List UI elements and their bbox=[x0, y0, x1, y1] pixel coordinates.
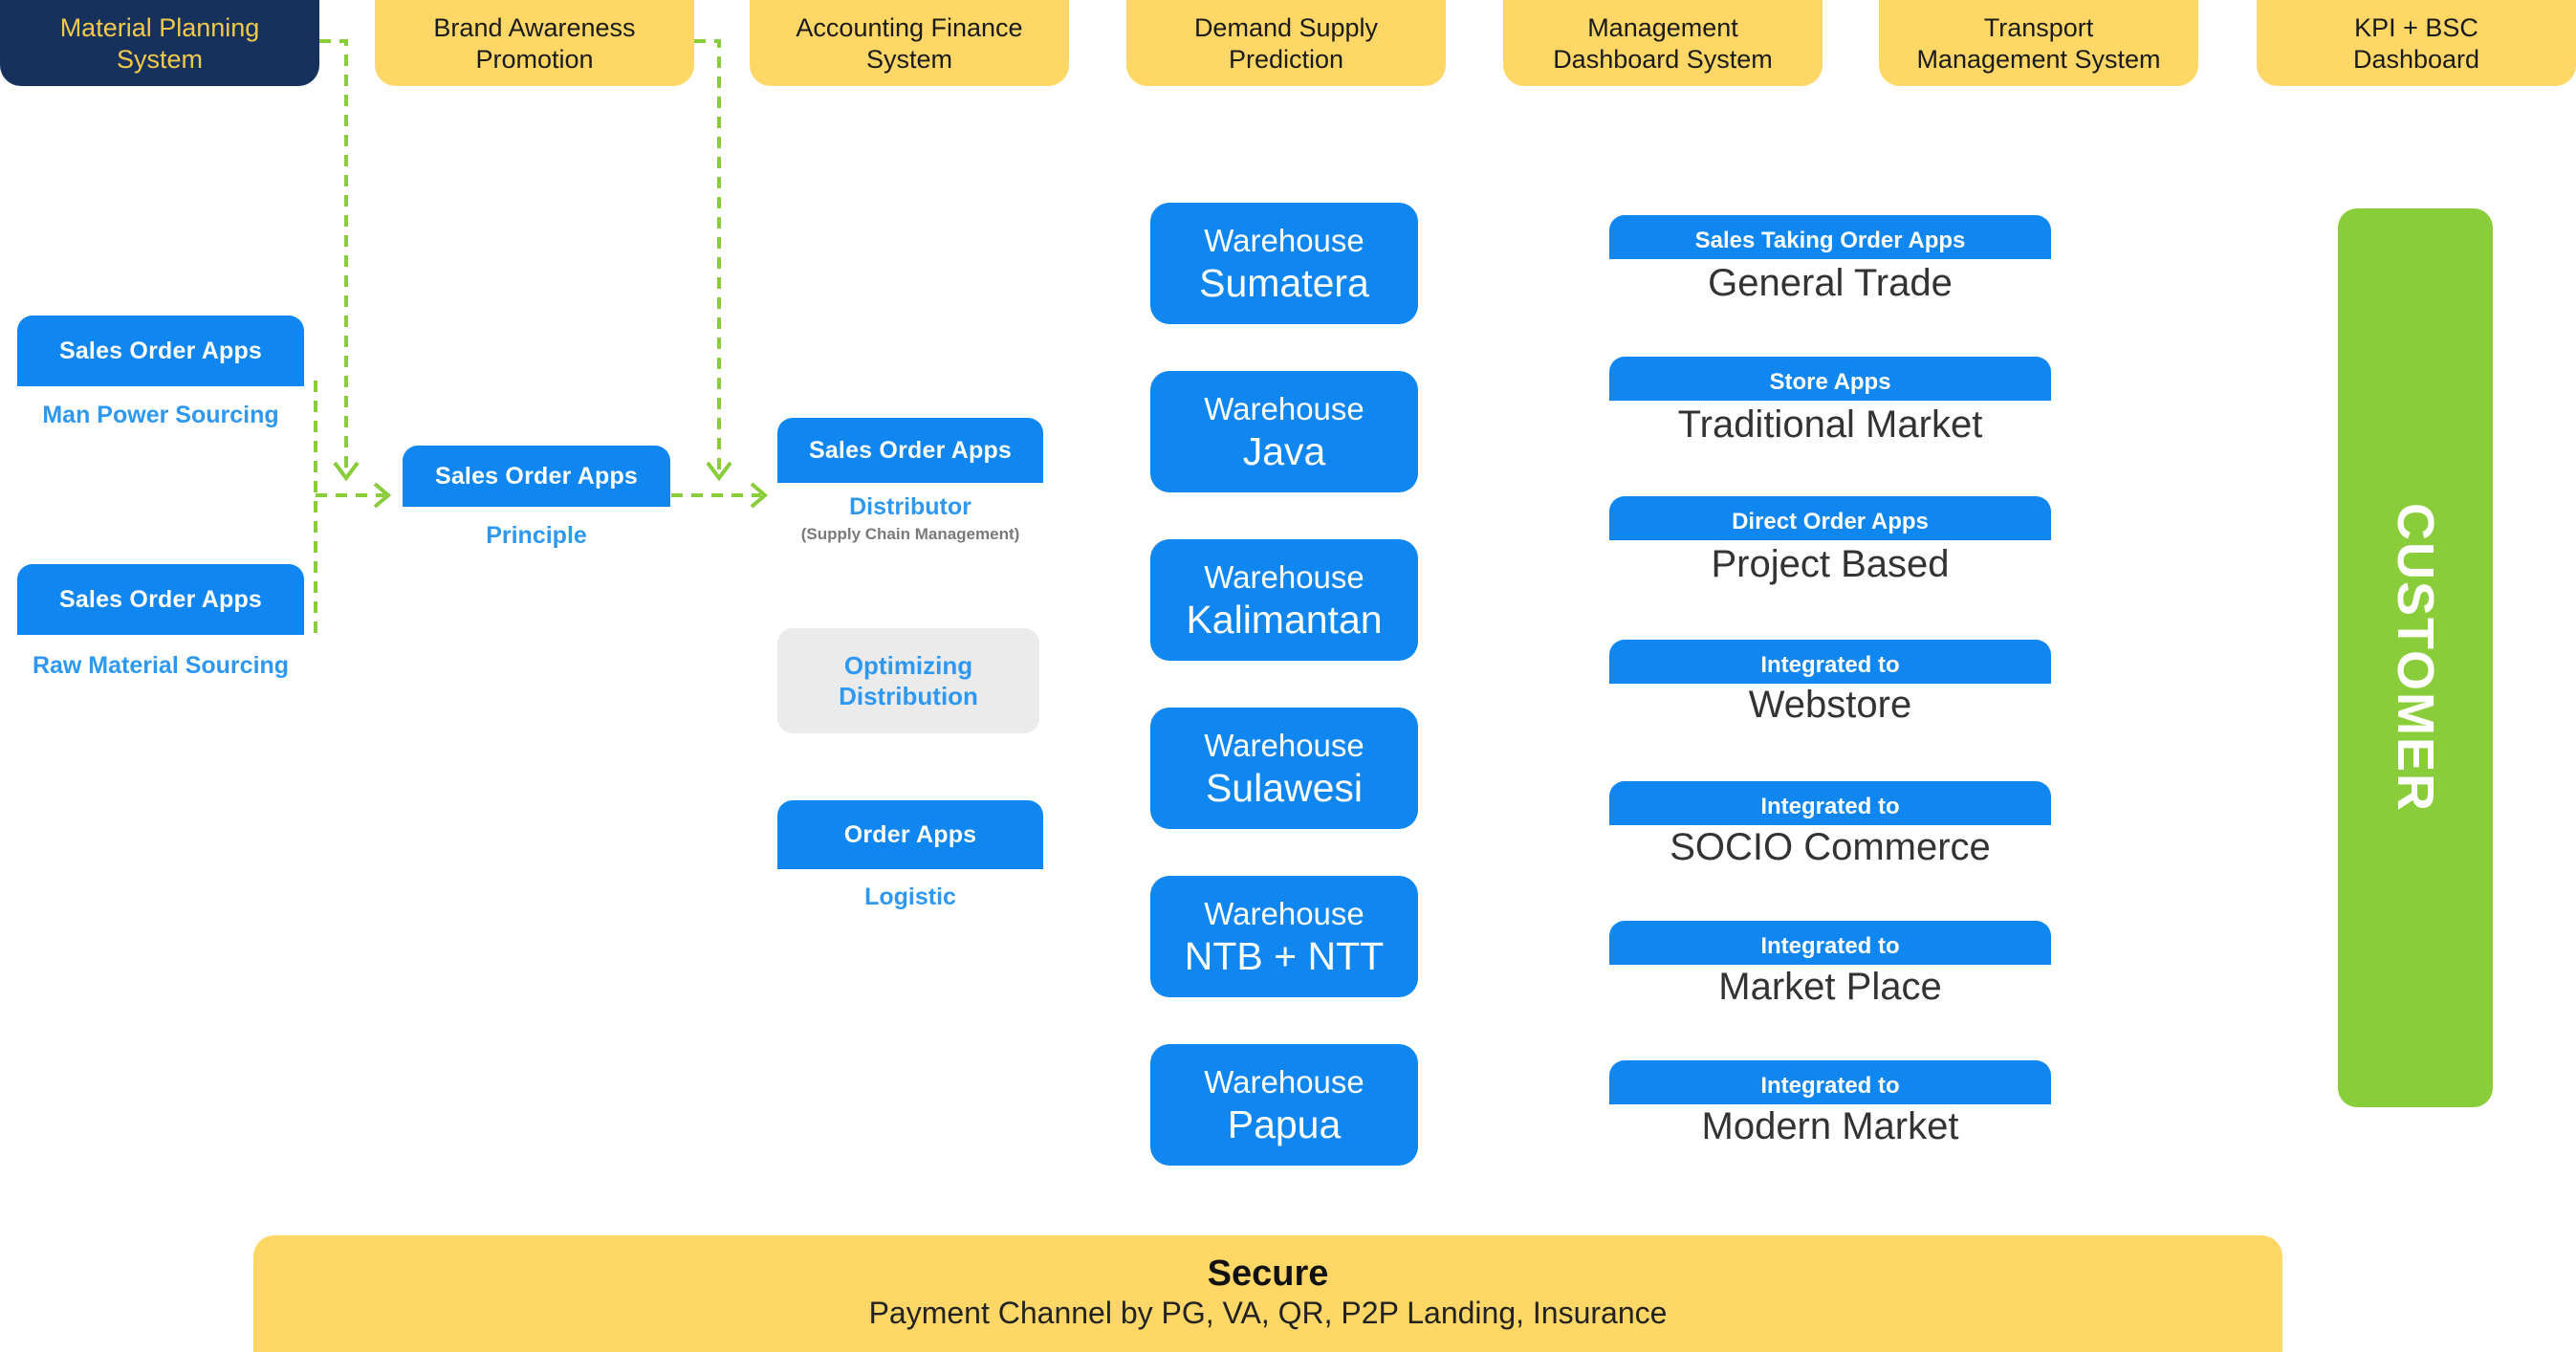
customer-bar: CUSTOMER bbox=[2338, 208, 2493, 1107]
secure-payment-bar: Secure Payment Channel by PG, VA, QR, P2… bbox=[253, 1235, 2282, 1352]
arrowhead-right-2 bbox=[750, 482, 769, 509]
warehouse-name: NTB + NTT bbox=[1184, 933, 1385, 978]
raw-material-sourcing-label: Raw Material Sourcing bbox=[32, 652, 290, 679]
connector-planning-principle bbox=[319, 39, 348, 476]
distributor-app-button[interactable]: Sales Order Apps bbox=[777, 418, 1043, 483]
channel-socio-commerce: SOCIO Commerce bbox=[1670, 826, 1991, 868]
warehouse-kalimantan[interactable]: Warehouse Kalimantan bbox=[1150, 539, 1418, 661]
connector-accounting-distributor bbox=[694, 39, 721, 476]
channel-traditional-market: Traditional Market bbox=[1677, 403, 1983, 446]
warehouse-prefix: Warehouse bbox=[1204, 1063, 1364, 1100]
tab-label-line-1: Brand Awareness bbox=[433, 13, 636, 42]
warehouse-prefix: Warehouse bbox=[1204, 558, 1364, 595]
channel-modern-market: Modern Market bbox=[1701, 1105, 1959, 1147]
channel-webstore: Webstore bbox=[1748, 684, 1912, 726]
tab-label-line-1: Demand Supply bbox=[1193, 13, 1379, 42]
man-power-app-button[interactable]: Sales Order Apps bbox=[17, 316, 304, 386]
distributor-label: Distributor bbox=[849, 493, 971, 520]
warehouse-prefix: Warehouse bbox=[1204, 222, 1364, 258]
channel-app-webstore[interactable]: Integrated to bbox=[1609, 640, 2051, 684]
tab-label-line-2: System bbox=[865, 45, 953, 74]
tab-label-line-2: Management System bbox=[1916, 45, 2161, 74]
raw-material-app-button[interactable]: Sales Order Apps bbox=[17, 564, 304, 635]
channel-app-modern-market[interactable]: Integrated to bbox=[1609, 1060, 2051, 1104]
warehouse-name: Sulawesi bbox=[1205, 765, 1364, 810]
tab-label-line-1: Material Planning bbox=[59, 13, 260, 42]
warehouse-prefix: Warehouse bbox=[1204, 895, 1364, 931]
channel-app-traditional-market[interactable]: Store Apps bbox=[1609, 357, 2051, 401]
channel-app-project-based[interactable]: Direct Order Apps bbox=[1609, 496, 2051, 540]
principle-app-button[interactable]: Sales Order Apps bbox=[403, 446, 670, 507]
channel-app-general-trade[interactable]: Sales Taking Order Apps bbox=[1609, 215, 2051, 259]
tab-label-line-2: Promotion bbox=[475, 45, 594, 74]
warehouse-sumatera[interactable]: Warehouse Sumatera bbox=[1150, 203, 1418, 324]
tab-label-line-2: Dashboard System bbox=[1553, 45, 1773, 74]
warehouse-name: Sumatera bbox=[1199, 260, 1369, 305]
tab-label-line-1: Transport bbox=[1983, 13, 2094, 42]
optimizing-line-1: Optimizing bbox=[843, 651, 973, 680]
optimizing-line-2: Distribution bbox=[839, 682, 978, 710]
tab-label-line-2: System bbox=[116, 45, 204, 74]
tab-kpi-bsc[interactable]: KPI + BSC Dashboard bbox=[2257, 0, 2576, 86]
tab-label-line-1: KPI + BSC bbox=[2354, 13, 2478, 42]
logistic-label: Logistic bbox=[864, 883, 956, 910]
tab-label-line-2: Prediction bbox=[1228, 45, 1344, 74]
warehouse-name: Papua bbox=[1227, 1101, 1342, 1146]
tab-label-line-1: Accounting Finance bbox=[796, 13, 1023, 42]
channel-project-based: Project Based bbox=[1711, 543, 1950, 585]
tab-label-line-1: Management bbox=[1587, 13, 1738, 42]
channel-market-place: Market Place bbox=[1718, 966, 1942, 1008]
secure-subtitle: Payment Channel by PG, VA, QR, P2P Landi… bbox=[868, 1296, 1668, 1330]
warehouse-java[interactable]: Warehouse Java bbox=[1150, 371, 1418, 492]
arrowhead-down-1 bbox=[333, 461, 360, 482]
principle-label: Principle bbox=[486, 522, 587, 549]
tab-label-line-2: Dashboard bbox=[2352, 45, 2480, 74]
warehouse-prefix: Warehouse bbox=[1204, 727, 1364, 763]
secure-title: Secure bbox=[1207, 1254, 1329, 1294]
logistic-app-button[interactable]: Order Apps bbox=[777, 800, 1043, 869]
warehouse-name: Java bbox=[1242, 428, 1326, 473]
optimizing-distribution-box[interactable]: Optimizing Distribution bbox=[777, 628, 1039, 733]
warehouse-name: Kalimantan bbox=[1186, 597, 1383, 642]
arrowhead-right-1 bbox=[373, 482, 392, 509]
channel-general-trade: General Trade bbox=[1708, 262, 1953, 304]
arrowhead-down-2 bbox=[706, 461, 732, 482]
channel-app-socio-commerce[interactable]: Integrated to bbox=[1609, 781, 2051, 825]
warehouse-prefix: Warehouse bbox=[1204, 390, 1364, 426]
warehouse-papua[interactable]: Warehouse Papua bbox=[1150, 1044, 1418, 1166]
warehouse-sulawesi[interactable]: Warehouse Sulawesi bbox=[1150, 708, 1418, 829]
warehouse-ntb-ntt[interactable]: Warehouse NTB + NTT bbox=[1150, 876, 1418, 997]
distributor-note: (Supply Chain Management) bbox=[800, 525, 1020, 543]
channel-app-market-place[interactable]: Integrated to bbox=[1609, 921, 2051, 965]
customer-label: CUSTOMER bbox=[2387, 502, 2444, 814]
man-power-sourcing-label: Man Power Sourcing bbox=[42, 402, 279, 428]
